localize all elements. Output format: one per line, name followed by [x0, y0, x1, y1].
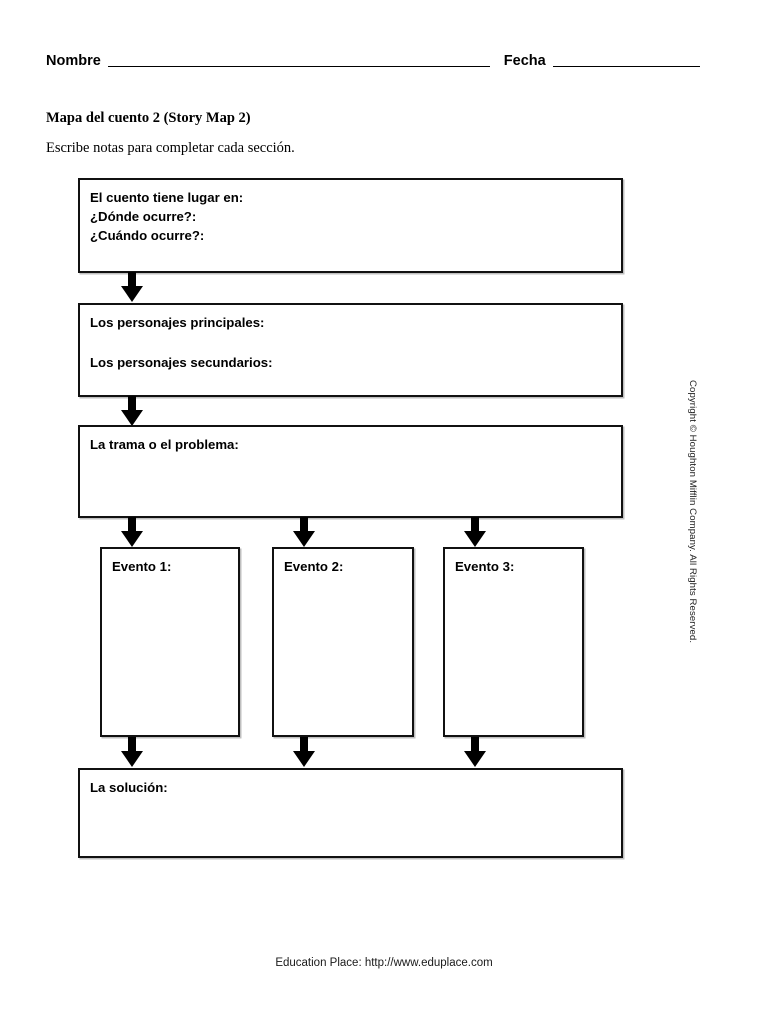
event-box-3[interactable]: Evento 3: — [443, 547, 584, 737]
main-characters-label: Los personajes principales: — [90, 315, 265, 330]
setting-line-2: ¿Dónde ocurre?: — [90, 209, 197, 224]
arrow-shaft — [471, 517, 479, 533]
name-label: Nombre — [46, 53, 101, 69]
event-3-label: Evento 3: — [455, 559, 515, 574]
page-title: Mapa del cuento 2 (Story Map 2) — [46, 110, 251, 126]
arrow-shaft — [128, 272, 136, 288]
event-box-1-content: Evento 1: — [102, 549, 238, 576]
plot-label: La trama o el problema: — [90, 437, 239, 452]
event-1-label: Evento 1: — [112, 559, 172, 574]
characters-box-content: Los personajes principales: Los personaj… — [80, 305, 621, 372]
plot-box[interactable]: La trama o el problema: — [78, 425, 623, 518]
name-write-line[interactable] — [107, 65, 490, 67]
arrow-shaft — [471, 737, 479, 753]
arrow-down-icon — [121, 396, 143, 426]
event-box-2[interactable]: Evento 2: — [272, 547, 414, 737]
arrow-head — [464, 751, 486, 767]
arrow-shaft — [128, 737, 136, 753]
plot-box-content: La trama o el problema: — [80, 427, 621, 454]
secondary-characters-label: Los personajes secundarios: — [90, 355, 273, 370]
arrow-head — [121, 751, 143, 767]
solution-box[interactable]: La solución: — [78, 768, 623, 858]
setting-line-3: ¿Cuándo ocurre?: — [90, 228, 205, 243]
setting-line-1: El cuento tiene lugar en: — [90, 190, 244, 205]
event-box-1[interactable]: Evento 1: — [100, 547, 240, 737]
arrow-down-icon — [121, 517, 143, 547]
characters-box[interactable]: Los personajes principales: Los personaj… — [78, 303, 623, 397]
arrow-shaft — [300, 517, 308, 533]
event-box-2-content: Evento 2: — [274, 549, 412, 576]
event-box-3-content: Evento 3: — [445, 549, 582, 576]
copyright-notice: Copyright © Houghton Mifflin Company. Al… — [687, 380, 698, 644]
solution-box-content: La solución: — [80, 770, 621, 797]
arrow-down-icon — [464, 517, 486, 547]
event-2-label: Evento 2: — [284, 559, 344, 574]
arrow-head — [121, 410, 143, 426]
name-date-header: Nombre Fecha — [46, 46, 708, 70]
setting-box[interactable]: El cuento tiene lugar en: ¿Dónde ocurre?… — [78, 178, 623, 273]
arrow-down-icon — [293, 737, 315, 767]
arrow-shaft — [128, 396, 136, 412]
arrow-down-icon — [464, 737, 486, 767]
arrow-down-icon — [293, 517, 315, 547]
date-label: Fecha — [503, 53, 546, 69]
arrow-head — [121, 531, 143, 547]
arrow-down-icon — [121, 272, 143, 302]
arrow-head — [293, 531, 315, 547]
setting-box-content: El cuento tiene lugar en: ¿Dónde ocurre?… — [80, 180, 621, 245]
arrow-head — [293, 751, 315, 767]
arrow-shaft — [300, 737, 308, 753]
instruction-text: Escribe notas para completar cada secció… — [46, 140, 295, 156]
arrow-down-icon — [121, 737, 143, 767]
arrow-shaft — [128, 517, 136, 533]
arrow-head — [464, 531, 486, 547]
arrow-head — [121, 286, 143, 302]
date-write-line[interactable] — [552, 65, 700, 67]
footer-url: Education Place: http://www.eduplace.com — [275, 957, 493, 969]
solution-label: La solución: — [90, 780, 168, 795]
